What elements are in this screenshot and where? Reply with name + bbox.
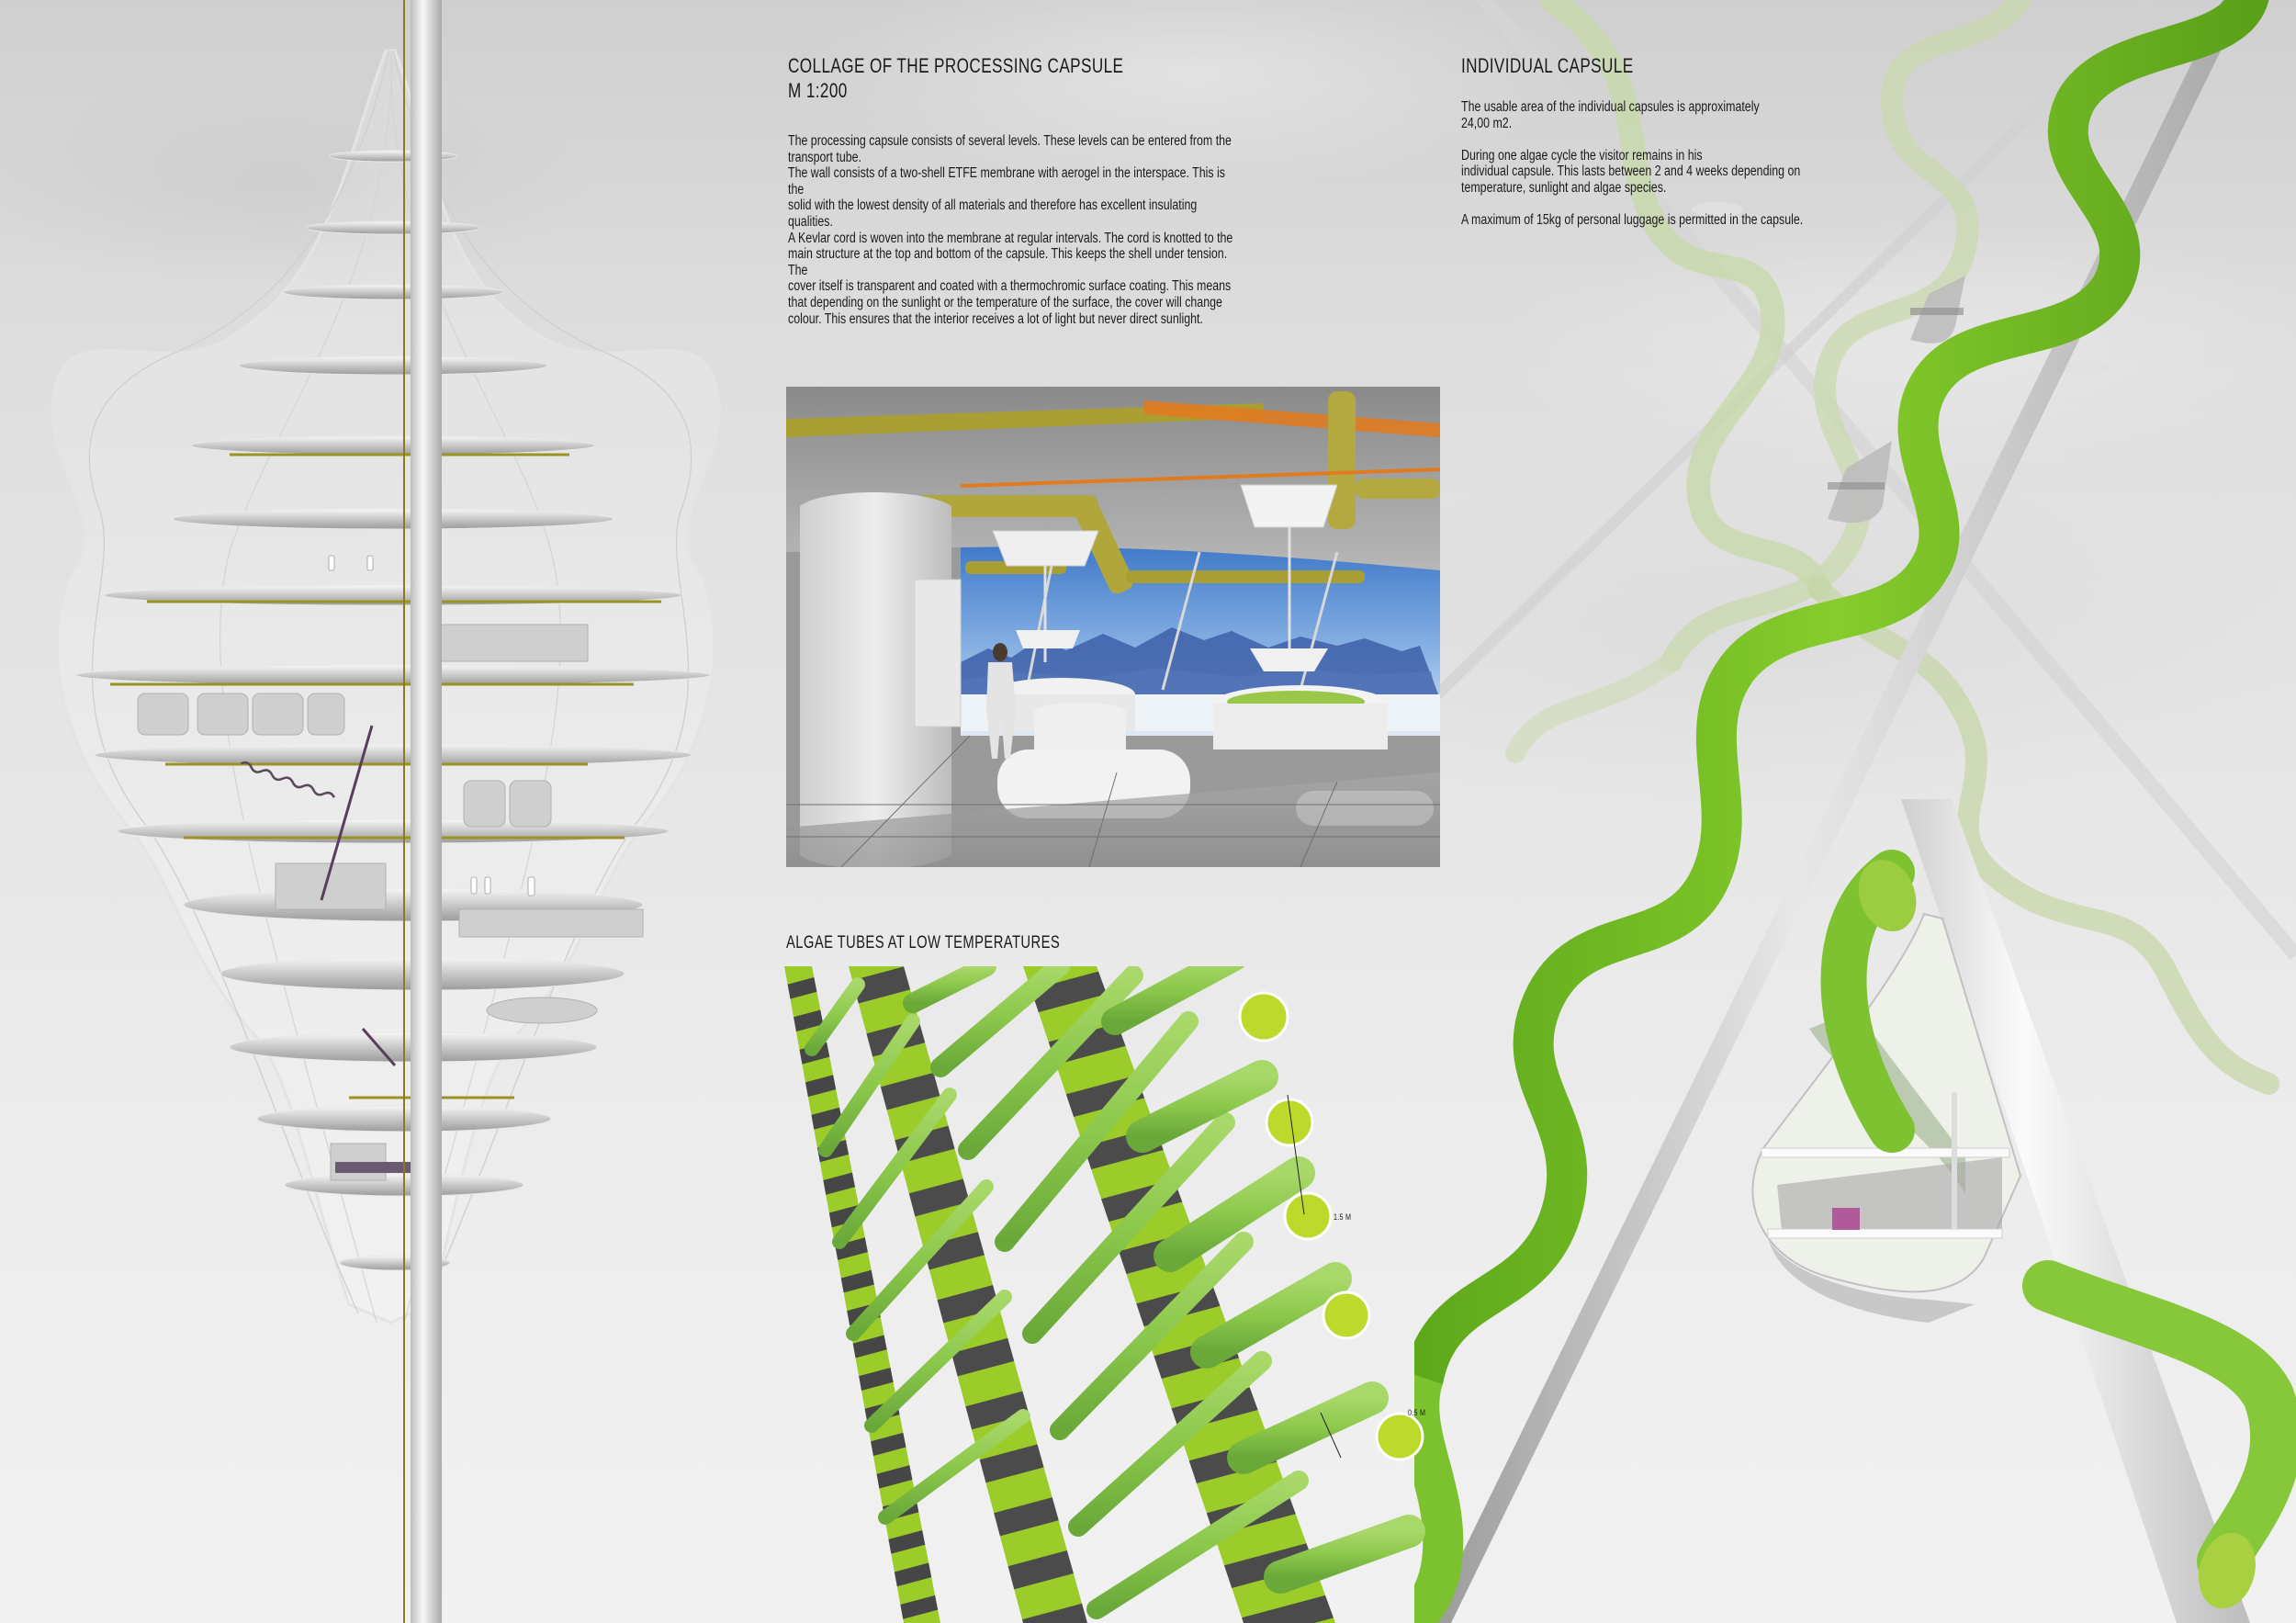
description-line: A Kevlar cord is woven into the membrane… [788, 230, 1233, 246]
description-line: The processing capsule consists of sever… [788, 133, 1232, 149]
individual-capsule-heading: INDIVIDUAL CAPSULE [1461, 53, 1920, 78]
algae-tubes-title: ALGAE TUBES AT LOW TEMPERATURES [786, 933, 1061, 952]
individual-capsule-render [1414, 0, 2296, 1623]
processing-capsule-heading: COLLAGE OF THE PROCESSING CAPSULE M 1:20… [788, 53, 1339, 103]
algae-tubes-detail-render [784, 966, 1425, 1623]
description-line: transport tube. [788, 149, 861, 165]
description-line: cover itself is transparent and coated w… [788, 278, 1232, 295]
dimension-diameter-label: 0.5 M [1408, 1408, 1426, 1417]
individual-capsule-title: INDIVIDUAL CAPSULE [1461, 54, 1634, 77]
processing-capsule-interior-render [786, 387, 1440, 867]
description-line: During one algae cycle the visitor remai… [1461, 147, 1703, 163]
description-line: 24,00 m2. [1461, 115, 1513, 131]
description-line: The wall consists of a two-shell ETFE me… [788, 165, 1225, 197]
description-line: The usable area of the individual capsul… [1461, 99, 1760, 115]
processing-capsule-description: The processing capsule consists of sever… [788, 133, 1244, 327]
description-line: that depending on the sunlight or the te… [788, 294, 1222, 310]
description-line: individual capsule. This lasts between 2… [1461, 163, 1801, 180]
processing-capsule-section-render [51, 0, 721, 1623]
individual-capsule-description: The usable area of the individual capsul… [1461, 99, 1814, 229]
description-line: temperature, sunlight and algae species. [1461, 179, 1667, 196]
processing-capsule-title: COLLAGE OF THE PROCESSING CAPSULE [788, 54, 1124, 77]
description-line: solid with the lowest density of all mat… [788, 197, 1198, 230]
person-figure [986, 643, 1016, 759]
description-line: main structure at the top and bottom of … [788, 246, 1228, 278]
processing-capsule-scale: M 1:200 [788, 79, 848, 102]
description-line: A maximum of 15kg of personal luggage is… [1461, 212, 1804, 229]
description-line: colour. This ensures that the interior r… [788, 310, 1203, 327]
dimension-spacing-label: 1.5 M [1334, 1212, 1352, 1222]
